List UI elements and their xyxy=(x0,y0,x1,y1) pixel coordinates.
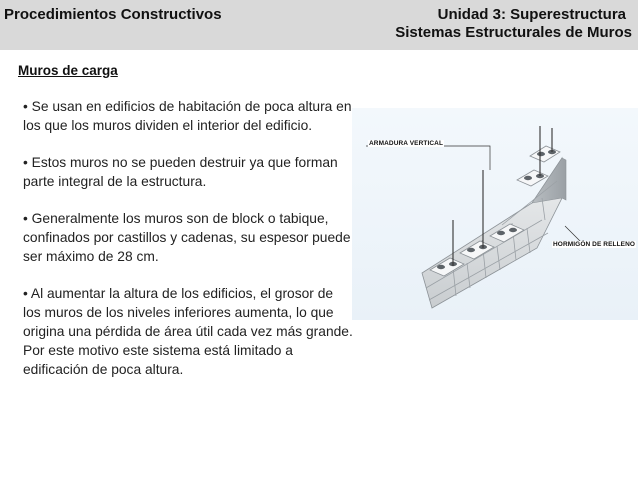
course-title: Procedimientos Constructivos xyxy=(4,6,222,23)
masonry-wall-illustration: ARMADURA VERTICAL HORMIGÓN DE RELLENO xyxy=(352,108,638,320)
section-title: Muros de carga xyxy=(18,63,118,78)
bullet-item: • Al aumentar la altura de los edificios… xyxy=(23,286,353,377)
bullet-list: • Se usan en edificios de habitación de … xyxy=(23,97,353,397)
unit-title: Unidad 3: Superestructura xyxy=(437,6,626,23)
bullet-item: • Estos muros no se pueden destruir ya q… xyxy=(23,155,338,189)
bullet-item: • Se usan en edificios de habitación de … xyxy=(23,99,352,133)
header-bar: Procedimientos Constructivos Unidad 3: S… xyxy=(0,0,638,50)
bullet-item: • Generalmente los muros son de block o … xyxy=(23,211,351,264)
unit-subtitle: Sistemas Estructurales de Muros xyxy=(395,24,632,41)
label-concrete-fill: HORMIGÓN DE RELLENO xyxy=(552,241,637,248)
label-vertical-rebar: ARMADURA VERTICAL xyxy=(368,140,445,147)
